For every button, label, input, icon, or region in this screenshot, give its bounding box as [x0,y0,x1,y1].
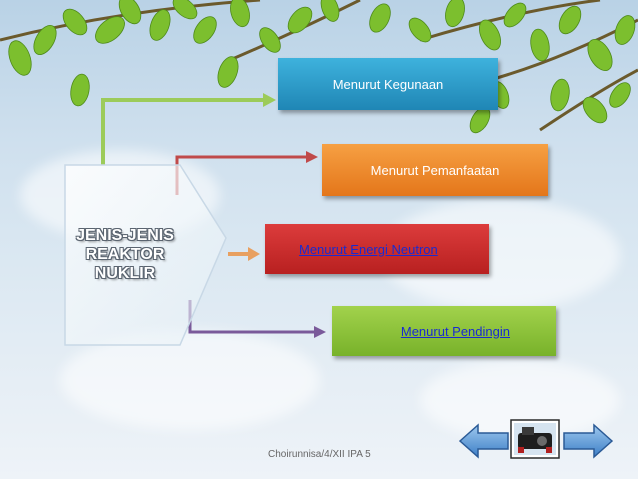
center-label: JENIS-JENIS REAKTOR NUKLIR [70,226,180,283]
pendingin-link[interactable]: Menurut Pendingin [400,323,510,339]
box-label: Menurut Pemanfaatan [370,162,500,178]
projector-icon[interactable] [510,419,560,459]
right-arrow-icon[interactable] [562,423,614,459]
energi-neutron-link[interactable]: Menurut Energi Neutron [299,241,438,257]
connector-energi-neutron [228,247,260,261]
center-hexagon [64,164,227,346]
box-kegunaan: Menurut Kegunaan [278,58,498,110]
connector-kegunaan [101,93,276,165]
connector-pendingin [188,300,326,338]
center-label-line: NUKLIR [94,265,156,282]
cloud [60,330,320,430]
box-pendingin: Menurut Pendingin [332,306,556,356]
left-arrow-icon[interactable] [458,423,510,459]
box-pemanfaatan: Menurut Pemanfaatan [322,144,548,196]
footer-credit: Choirunnisa/4/XII IPA 5 [268,449,371,460]
center-label-line: JENIS-JENIS [76,227,174,244]
box-energi-neutron: Menurut Energi Neutron [265,224,489,274]
center-label-line: REAKTOR [85,246,165,263]
box-label: Menurut Kegunaan [332,76,444,92]
connector-pemanfaatan [175,151,318,195]
